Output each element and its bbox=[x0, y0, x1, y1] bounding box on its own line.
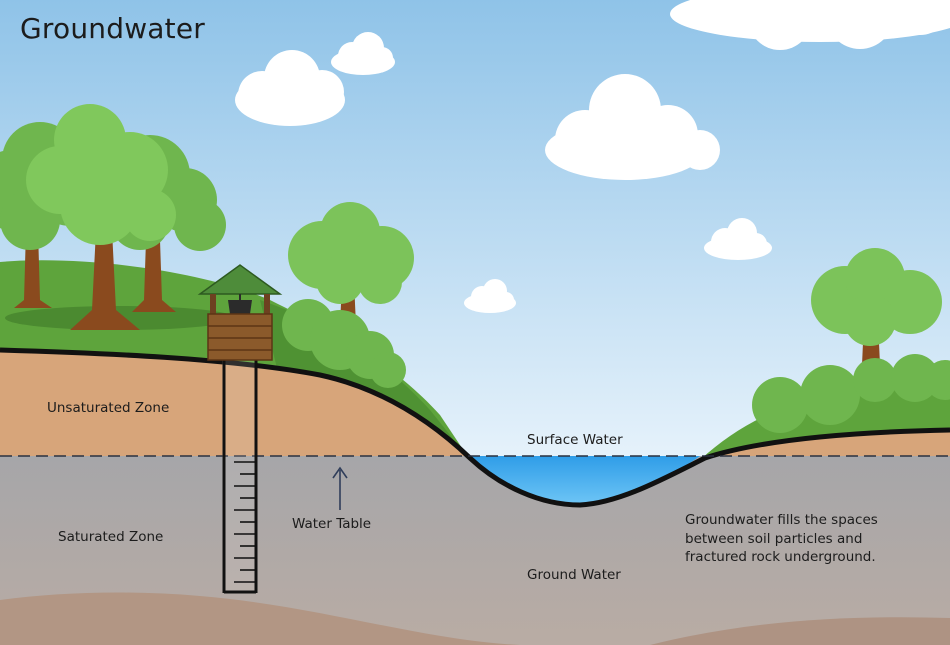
cloud bbox=[464, 279, 516, 313]
description-text: Groundwater fills the spaces between soi… bbox=[685, 511, 935, 567]
right-trees bbox=[752, 248, 950, 433]
bushes bbox=[282, 299, 406, 388]
cloud bbox=[545, 74, 720, 180]
ground-surface-line bbox=[0, 347, 950, 508]
clouds bbox=[235, 0, 950, 313]
cloud bbox=[235, 50, 345, 126]
tree bbox=[26, 104, 176, 330]
left-trees bbox=[0, 104, 414, 388]
cloud bbox=[704, 218, 772, 260]
cloud bbox=[670, 0, 950, 50]
bushes bbox=[752, 354, 950, 433]
ground-water-label: Ground Water bbox=[527, 567, 621, 583]
unsaturated-soil bbox=[0, 350, 470, 460]
cloud bbox=[331, 32, 395, 75]
description-line: Groundwater fills the spaces bbox=[685, 512, 878, 528]
tree bbox=[288, 202, 414, 325]
well bbox=[197, 264, 283, 594]
surface-water bbox=[470, 456, 700, 504]
water-table-arrow bbox=[332, 466, 348, 510]
page-title: Groundwater bbox=[20, 12, 205, 45]
water-table-label: Water Table bbox=[292, 516, 372, 532]
bedrock bbox=[0, 592, 520, 645]
description-line: between soil particles and bbox=[685, 530, 863, 547]
description-line: fractured rock underground. bbox=[685, 549, 876, 565]
bedrock-right bbox=[650, 617, 950, 645]
surface-water-label: Surface Water bbox=[527, 432, 623, 448]
tree bbox=[811, 248, 942, 365]
saturated-zone-label: Saturated Zone bbox=[58, 529, 164, 545]
unsaturated-zone-label: Unsaturated Zone bbox=[47, 400, 170, 416]
right-soil bbox=[705, 430, 950, 460]
